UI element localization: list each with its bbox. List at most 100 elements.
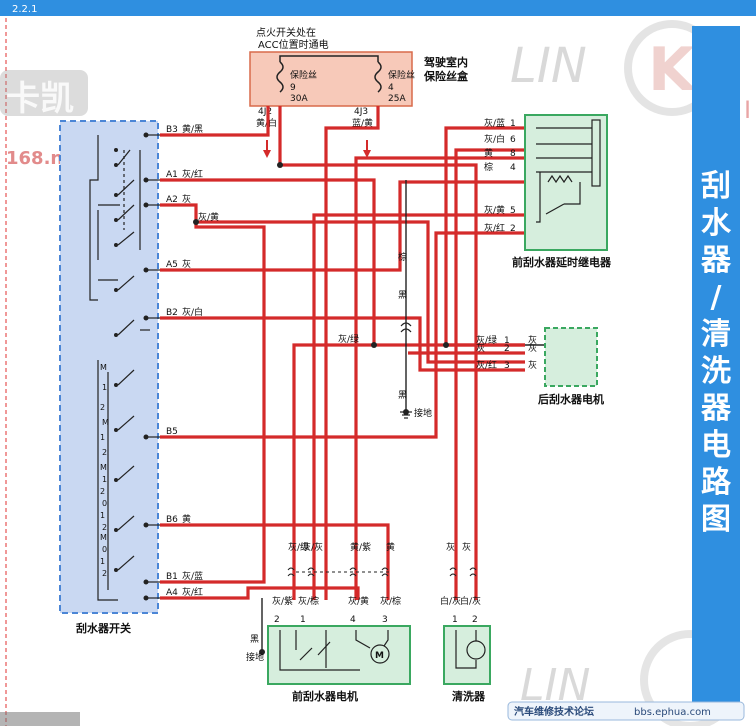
banner-char: 洗 [701,354,731,389]
switch-pin-A1: A1 [166,170,178,180]
washer-lower-wire-pin: 2 [472,615,478,625]
front-lower-wire-pin: 2 [274,615,280,625]
rear-wire-pin: 3 [504,361,510,371]
rear-side-color: 灰 [528,342,537,354]
fuse-b-rating: 25A [388,94,406,104]
watermark-left-text: 卡凯 [6,79,74,119]
switch-position-mark: 2 [102,569,107,578]
banner-char: 水 [701,206,732,241]
rear-wire-color: 灰 [476,342,485,354]
wire-a1 [160,178,376,600]
label-black-1: 黑 [398,290,407,301]
switch-pin-color: 灰 [182,258,191,270]
watermark-mark: K [648,35,697,105]
front-lower-wire-color: 灰/棕 [298,595,319,607]
switch-pin-B3: B3 [166,125,178,135]
relay-pin-color: 灰/蓝 [484,117,505,129]
switch-contact-dot [114,568,118,572]
washer-lower-wire-pin: 1 [452,615,458,625]
front-lower-wire-pin: 4 [350,615,356,625]
watermark-left-box [0,70,88,116]
rear-wire-color: 灰/绿 [476,334,497,346]
fuse-a-symbol [276,61,284,93]
washer-label: 清洗器 [452,689,486,703]
conn-b-color: 蓝/黄 [352,117,373,129]
washer-box [443,625,491,685]
switch-position-mark: 1 [100,557,105,566]
switch-contact-dot [114,218,118,222]
wire-b5 [160,231,525,439]
conn-b-pin: 4J3 [354,107,368,117]
relay-pin-color: 棕 [484,161,493,173]
switch-position-mark: 1 [100,433,105,442]
front-motor-upper-labels: 灰/绿灰/灰黄/紫黄 [288,541,395,553]
switch-pin-color: 黄/黑 [182,123,203,135]
front-upper-wire: 黄/紫 [350,541,371,553]
banner-char: / [711,280,722,315]
rear-side-color: 灰 [528,359,537,371]
fuse-box-label-2: 保险丝盒 [423,69,469,83]
fuse-note-line2: ACC位置时通电 [258,38,329,51]
footer-url: bbs.ephua.com [634,707,711,718]
label-grey-green: 灰/绿 [338,333,359,345]
front-motor-lower-labels: 灰/紫2灰/棕1灰/黄4灰/棕3 [272,595,401,625]
delay-relay-box [524,114,608,251]
switch-terminals [114,132,160,601]
switch-contact-dot [114,193,118,197]
switch-pin-A4: A4 [166,588,178,598]
relay-pin-number: 8 [510,149,516,159]
top-bar [0,0,756,16]
wiper-switch-label: 刮水器开关 [76,621,131,635]
rear-side-color: 灰 [528,334,537,346]
banner-char: 清 [701,317,731,352]
washer-upper-wire: 灰 [446,541,455,553]
front-ground-label: 接地 [246,651,264,663]
switch-position-mark: M [100,463,107,472]
switch-position-mark: 1 [102,475,107,484]
switch-position-mark: 2 [100,487,105,496]
switch-position-mark: M [100,363,107,372]
front-upper-wire: 灰/灰 [302,541,323,553]
switch-position-mark: M [100,533,107,542]
wiring-harness [160,106,525,600]
banner-char: 器 [700,243,732,278]
relay-pin-number: 5 [510,206,516,216]
label-black-2: 黑 [398,390,407,401]
switch-pin-color: 灰/白 [182,306,203,318]
conn-a-pin: 4J2 [258,107,272,117]
wire-fuse-b [324,106,380,600]
washer-upper-wire: 灰 [462,541,471,553]
switch-pin-color: 灰/蓝 [182,570,203,582]
washer-lower-wire-color: 白/灰 [440,595,461,607]
banner-char: 器 [700,391,732,426]
relay-pin-number: 6 [510,135,516,145]
banner-char: 刮 [701,169,731,204]
banner-char: 电 [701,428,731,463]
front-upper-wire: 灰/绿 [288,541,309,553]
fuse-b-name: 保险丝 [388,69,415,81]
fuse-a-name: 保险丝 [290,69,317,81]
rear-wire-color: 灰/红 [476,359,497,371]
washer-internals [455,630,486,669]
switch-contact-dot [114,383,118,387]
relay-pin-color: 灰/黄 [484,204,505,216]
washer-lower-wire-color: 白/灰 [460,595,481,607]
front-lower-wire-pin: 1 [300,615,306,625]
switch-pin-A2: A2 [166,195,178,205]
watermark-right-letter: I [744,96,751,124]
switch-pin-B2: B2 [166,308,178,318]
wire-b6 [160,523,390,600]
wire-a2 [160,203,525,364]
wire-washer [454,148,525,600]
relay-internals [536,119,601,223]
side-banner [692,26,740,702]
switch-contact-dot [114,288,118,292]
ground-symbol [400,411,412,419]
switch-contact-dot [114,148,118,152]
front-motor-internals [279,630,390,671]
delay-relay-label: 前刮水器延时继电器 [512,255,612,269]
